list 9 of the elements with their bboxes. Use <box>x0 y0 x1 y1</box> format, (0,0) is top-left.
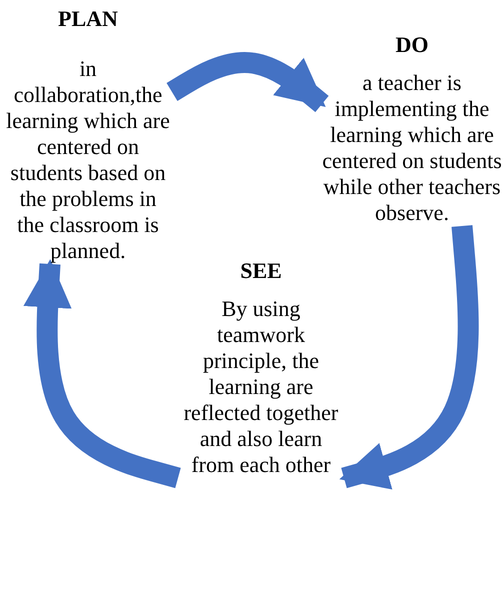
step-heading: SEE <box>239 258 283 284</box>
step-description: By using teamwork principle, the learning are reflected together and also learn from each other <box>182 296 340 478</box>
step-description: in collaboration,the learning which are centered on students based on the problems in the classroom is planned. <box>5 56 171 264</box>
step-description: a teacher is implementing the learning which are centered on students while other teachers observe. <box>322 70 502 226</box>
curved-arrow <box>23 259 181 488</box>
curved-arrow <box>166 52 329 112</box>
curved-arrow <box>339 225 479 490</box>
step-heading: DO <box>394 32 430 58</box>
step-heading: PLAN <box>57 6 119 32</box>
